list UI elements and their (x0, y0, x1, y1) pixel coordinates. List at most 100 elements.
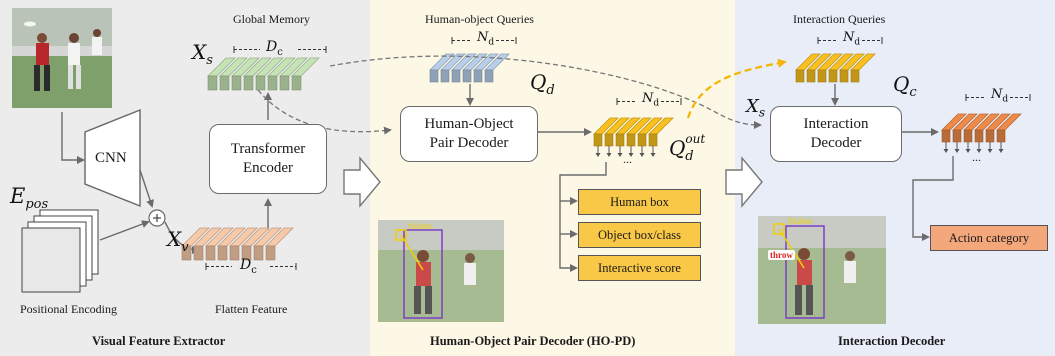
action-category-output: Action category (930, 225, 1048, 251)
throw-tag: throw (768, 250, 795, 260)
tensor-slice-face (241, 245, 252, 261)
tensor-slice-face (806, 69, 816, 83)
ho-queries-label: Human-object Queries (425, 12, 534, 26)
frisbee-tag: frisbee (408, 221, 433, 231)
ellipsis-ho: ... (623, 152, 632, 166)
tensor-slice-face (473, 69, 483, 83)
tensor-slice-face (996, 129, 1006, 143)
global-memory-tensor (207, 57, 320, 91)
tensor-slice-face (850, 69, 860, 83)
nd-symbol-hoout: Nd (642, 91, 660, 109)
tensor-slice-face (952, 129, 962, 143)
ho-pair-decoder-line1: Human-Object (424, 116, 514, 132)
flatten-feature-tensor (181, 227, 294, 261)
stage-arrow-1 (343, 156, 381, 208)
tensor-slice-face (795, 69, 805, 83)
dim-bracket-flatten (205, 263, 297, 270)
input-image (12, 8, 112, 108)
tensor-slice-face (451, 69, 461, 83)
tensor-slice-face (429, 69, 439, 83)
cnn-block (84, 108, 141, 208)
tensor-slice-face (255, 75, 266, 91)
tensor-output-arrowhead (987, 149, 993, 153)
tensor-slice-face (219, 75, 230, 91)
dc-symbol-flatten: Dc (240, 257, 257, 276)
interaction-result-image: frisbee throw (758, 216, 886, 324)
tensor-output-arrowhead (965, 149, 971, 153)
tensor-output-arrowhead (954, 149, 960, 153)
interactive-score-output: Interactive score (578, 255, 701, 281)
ho-result-image: frisbee (378, 220, 504, 322)
ho-queries-tensor (429, 53, 510, 83)
ellipsis-interaction: ... (972, 150, 981, 164)
cnn-label: CNN (95, 150, 127, 166)
dc-symbol-memory: Dc (266, 39, 283, 58)
tensor-slice-face (231, 75, 242, 91)
dim-bracket-hoout (616, 98, 682, 105)
dim-bracket-iout (965, 94, 1031, 101)
dim-bracket-iq (817, 37, 883, 44)
ho-pair-decoder-line2: Pair Decoder (429, 135, 509, 151)
stage-arrow-2 (725, 156, 763, 208)
tensor-slice-face (637, 133, 647, 147)
dim-bracket-memory (233, 46, 327, 53)
tensor-slice-face (974, 129, 984, 143)
tensor-slice-face (229, 245, 240, 261)
positional-encoding-stack (21, 209, 99, 293)
transformer-encoder-block: Transformer Encoder (209, 124, 327, 194)
tensor-slice-face (484, 69, 494, 83)
tensor-slice-face (615, 133, 625, 147)
nd-symbol-iq: Nd (843, 30, 861, 48)
tensor-slice-face (963, 129, 973, 143)
tensor-slice-face (839, 69, 849, 83)
section-title-interaction: Interaction Decoder (838, 334, 946, 348)
tensor-slice-face (193, 245, 204, 261)
tensor-output-arrowhead (650, 153, 656, 157)
tensor-slice-face (440, 69, 450, 83)
nd-symbol-queries: Nd (477, 30, 495, 48)
interaction-output-tensor (941, 113, 1022, 153)
section-title-hopd: Human-Object Pair Decoder (HO-PD) (430, 334, 636, 348)
tensor-slice-face (593, 133, 603, 147)
global-memory-label: Global Memory (233, 12, 310, 26)
tensor-slice-face (462, 69, 472, 83)
xs-symbol: Xs (192, 40, 213, 68)
tensor-slice-face (279, 75, 290, 91)
positional-encoding-label: Positional Encoding (20, 302, 117, 316)
tensor-output-arrowhead (639, 153, 645, 157)
interaction-decoder-line2: Decoder (810, 135, 862, 151)
tensor-slice-face (985, 129, 995, 143)
nd-symbol-iout: Nd (991, 87, 1009, 105)
transformer-encoder-line2: Encoder (243, 160, 293, 176)
epos-symbol: Epos (10, 184, 49, 213)
qd-symbol: Qd (530, 70, 555, 98)
xs-symbol-interaction: Xs (746, 96, 765, 120)
tensor-slice-face (205, 245, 216, 261)
tensor-slice-face (604, 133, 614, 147)
tensor-output-arrowhead (998, 149, 1004, 153)
tensor-slice-face (253, 245, 264, 261)
tensor-slice-face (817, 69, 827, 83)
section-title-extractor: Visual Feature Extractor (92, 334, 226, 348)
flatten-feature-label: Flatten Feature (215, 302, 288, 316)
ho-output-tensor (593, 117, 674, 157)
tensor-slice-face (217, 245, 228, 261)
tensor-slice-face (207, 75, 218, 91)
qdout-symbol: Qoutd (669, 132, 706, 164)
tensor-output-arrowhead (595, 153, 601, 157)
frisbee-tag: frisbee (788, 216, 813, 226)
human-box-output: Human box (578, 189, 701, 215)
xv-symbol: Xv (167, 227, 189, 255)
interaction-queries-label: Interaction Queries (793, 12, 886, 26)
transformer-encoder-line1: Transformer (230, 141, 306, 157)
object-box-output: Object box/class (578, 222, 701, 248)
tensor-slice-face (626, 133, 636, 147)
tensor-output-arrowhead (617, 153, 623, 157)
dim-bracket-queries (451, 37, 517, 44)
tensor-output-arrowhead (943, 149, 949, 153)
tensor-output-arrowhead (628, 153, 634, 157)
tensor-output-arrowhead (606, 153, 612, 157)
tensor-output-arrowhead (976, 149, 982, 153)
tensor-slice-face (941, 129, 951, 143)
